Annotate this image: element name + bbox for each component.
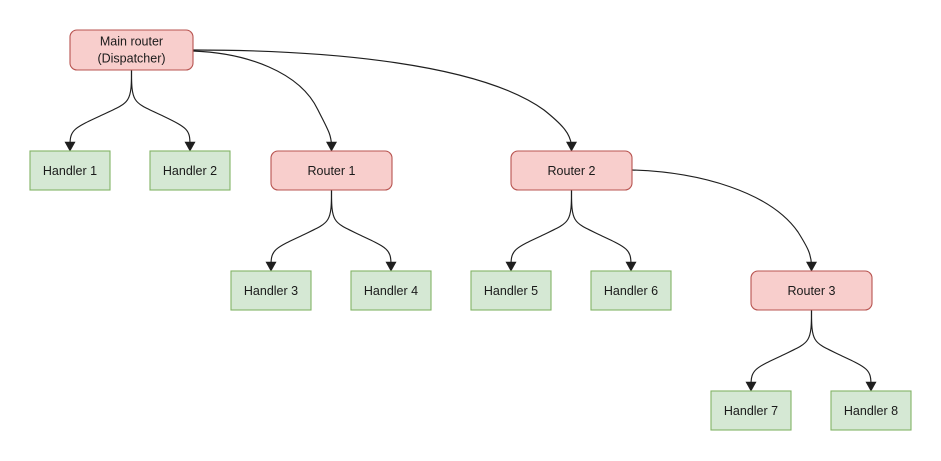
arrow-handler-4-icon xyxy=(385,261,397,272)
edge-router-2-to-handler-5 xyxy=(510,189,573,266)
node-router-2-shape[interactable] xyxy=(510,150,633,191)
edge-router-2-to-router-3 xyxy=(631,169,813,266)
arrow-handler-3-icon xyxy=(265,261,277,272)
node-handler-1[interactable]: Handler 1 xyxy=(29,150,111,191)
arrow-router-2-icon xyxy=(565,141,578,152)
node-handler-7[interactable]: Handler 7 xyxy=(710,390,792,431)
edge-main-router-to-router-1 xyxy=(192,50,333,146)
edge-main-router-to-handler-2 xyxy=(130,69,191,146)
edge-router-1-to-handler-3 xyxy=(270,189,333,266)
node-handler-1-shape[interactable] xyxy=(29,150,111,191)
node-router-3-shape[interactable] xyxy=(750,270,873,311)
edge-router-3-to-handler-8 xyxy=(810,309,872,386)
edge-main-router-to-router-2 xyxy=(192,49,573,146)
node-handler-6[interactable]: Handler 6 xyxy=(590,270,672,311)
node-handler-2-shape[interactable] xyxy=(149,150,231,191)
edge-router-3-to-handler-7 xyxy=(750,309,813,386)
node-handler-5-shape[interactable] xyxy=(470,270,552,311)
arrow-handler-5-icon xyxy=(505,261,517,272)
node-router-1[interactable]: Router 1 xyxy=(270,150,393,191)
arrow-handler-8-icon xyxy=(865,381,877,392)
node-handler-8-shape[interactable] xyxy=(830,390,912,431)
nodes-layer: Main router(Dispatcher) Handler 1 Handler … xyxy=(29,29,912,431)
node-handler-3[interactable]: Handler 3 xyxy=(230,270,312,311)
arrow-handler-7-icon xyxy=(745,381,757,392)
node-handler-8[interactable]: Handler 8 xyxy=(830,390,912,431)
edge-router-1-to-handler-4 xyxy=(330,189,392,266)
edge-main-router-to-handler-1 xyxy=(69,69,133,146)
node-main-router[interactable]: Main router(Dispatcher) xyxy=(69,29,194,71)
arrow-handler-1-icon xyxy=(64,141,76,152)
arrowheads-layer xyxy=(64,141,877,392)
node-handler-4-shape[interactable] xyxy=(350,270,432,311)
node-router-3[interactable]: Router 3 xyxy=(750,270,873,311)
arrow-router-3-icon xyxy=(805,261,818,272)
node-main-router-shape[interactable] xyxy=(69,29,194,71)
arrow-router-1-icon xyxy=(325,141,338,152)
node-handler-2[interactable]: Handler 2 xyxy=(149,150,231,191)
arrow-handler-2-icon xyxy=(184,141,196,152)
edge-router-2-to-handler-6 xyxy=(570,189,632,266)
arrow-handler-6-icon xyxy=(625,261,637,272)
node-handler-7-shape[interactable] xyxy=(710,390,792,431)
node-handler-3-shape[interactable] xyxy=(230,270,312,311)
node-handler-4[interactable]: Handler 4 xyxy=(350,270,432,311)
node-handler-6-shape[interactable] xyxy=(590,270,672,311)
node-router-1-shape[interactable] xyxy=(270,150,393,191)
node-router-2[interactable]: Router 2 xyxy=(510,150,633,191)
edges-layer xyxy=(69,49,872,386)
node-handler-5[interactable]: Handler 5 xyxy=(470,270,552,311)
